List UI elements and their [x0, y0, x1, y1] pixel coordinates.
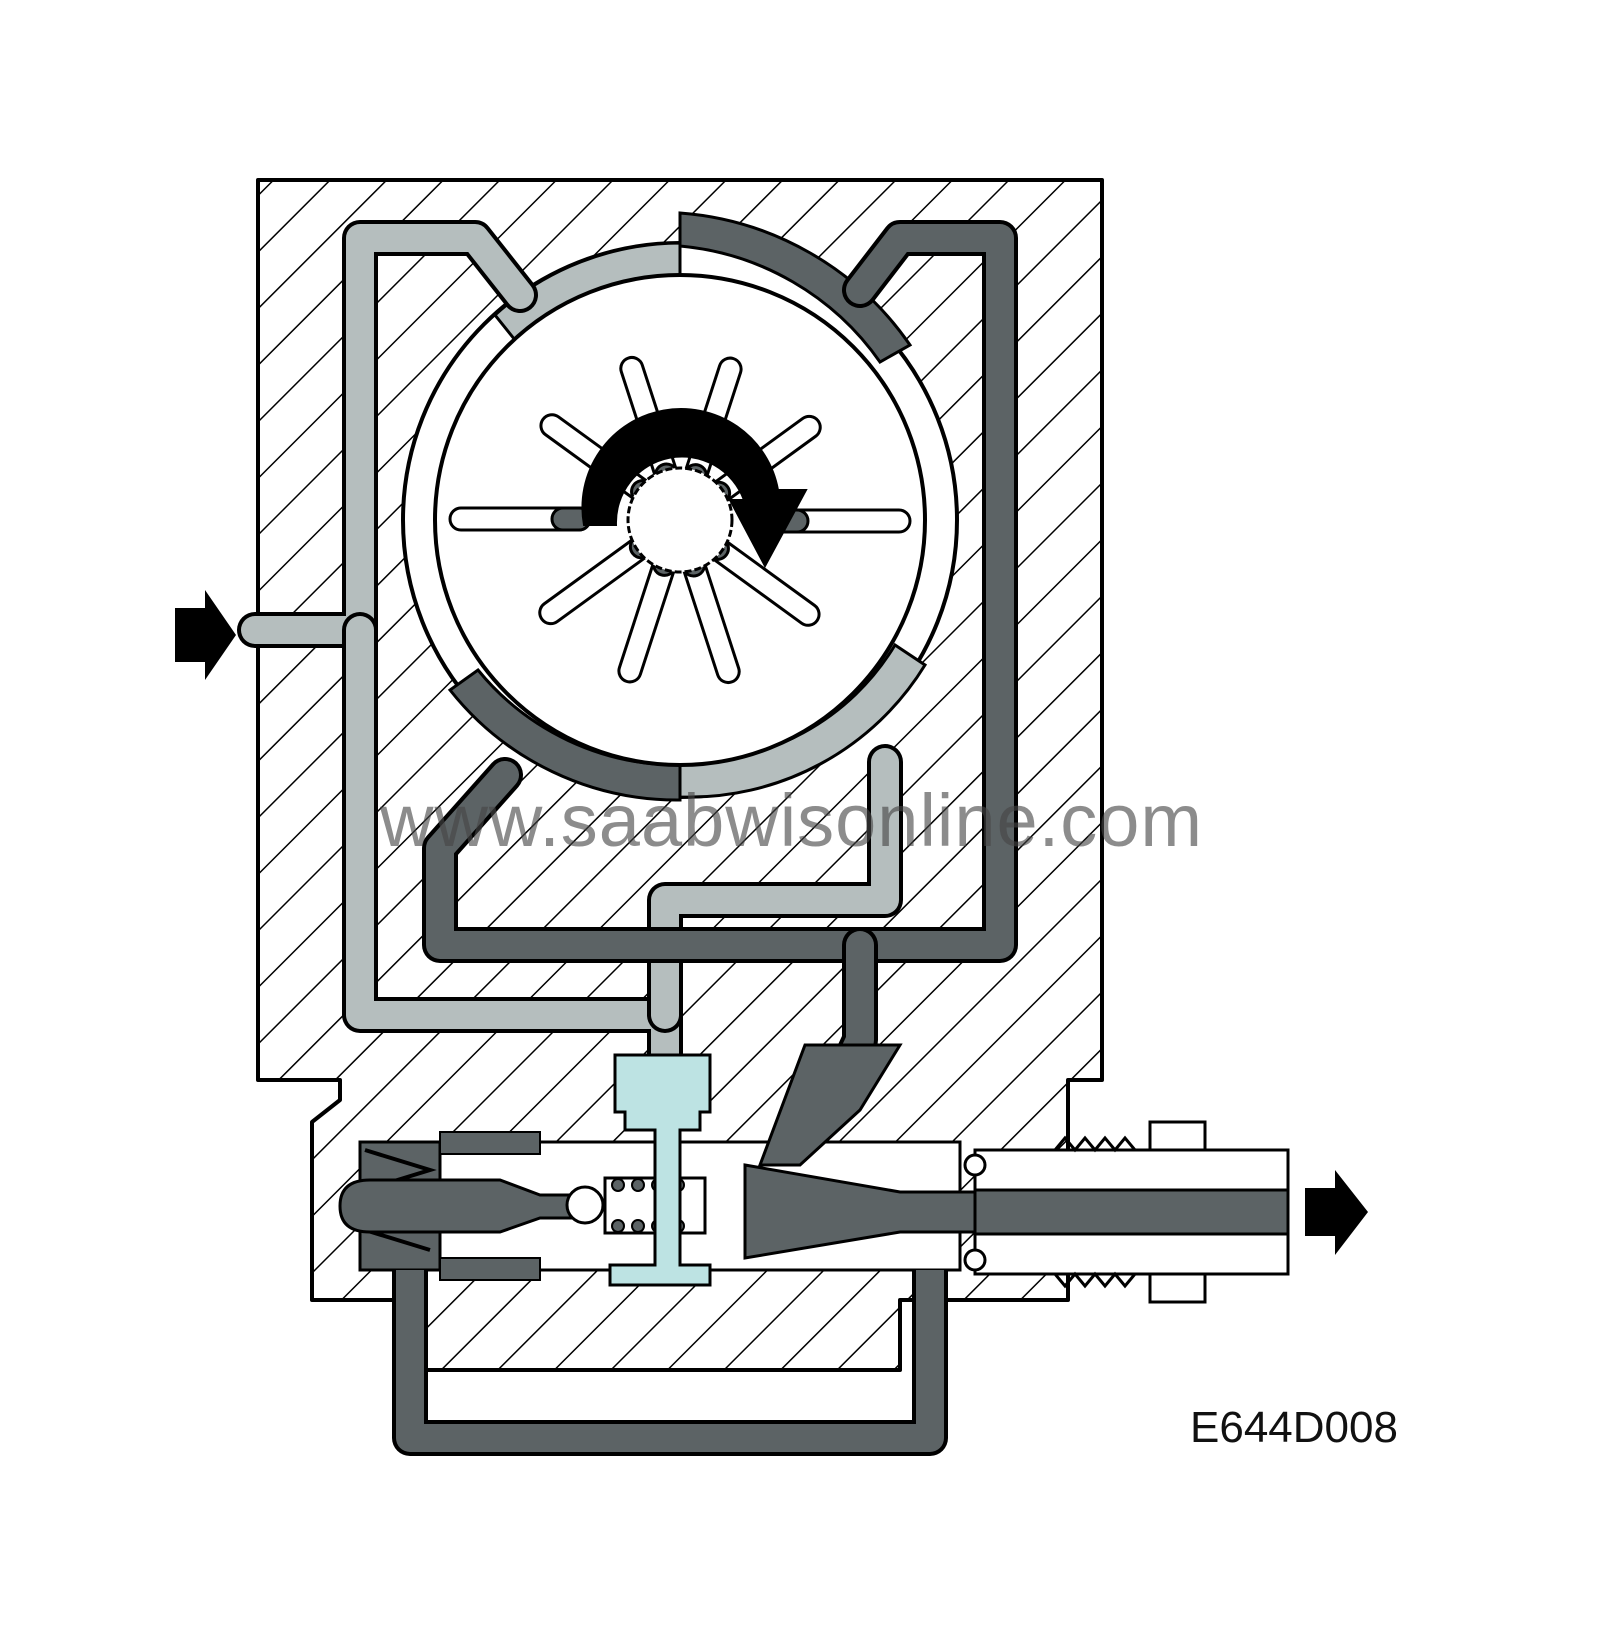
thread-top — [1053, 1135, 1137, 1153]
return-passage — [392, 1270, 948, 1456]
o-ring-bottom — [963, 1248, 987, 1272]
diagram-code: E644D008 — [1190, 1403, 1398, 1452]
vane — [448, 506, 592, 532]
curved-arrow-clockwise-icon — [581, 407, 808, 569]
pressure-segment-top-right — [678, 211, 913, 364]
hex-nut-bottom — [1148, 1272, 1207, 1304]
check-ball — [565, 1185, 605, 1225]
valve-spring-coils-top — [439, 1131, 541, 1155]
pressure-port — [757, 1043, 903, 1167]
splined-shaft — [626, 466, 734, 574]
arrow-right-icon — [175, 590, 236, 680]
arrow-right-icon — [1305, 1170, 1368, 1255]
outlet-bore — [973, 1188, 1290, 1236]
pressure-segment-bottom-left — [447, 667, 682, 802]
valve-spool — [608, 1053, 712, 1287]
valve-spring-coils-bottom — [439, 1257, 541, 1281]
hex-nut-top — [1148, 1120, 1207, 1152]
thread-bottom — [1053, 1271, 1137, 1289]
o-ring-top — [963, 1153, 987, 1177]
